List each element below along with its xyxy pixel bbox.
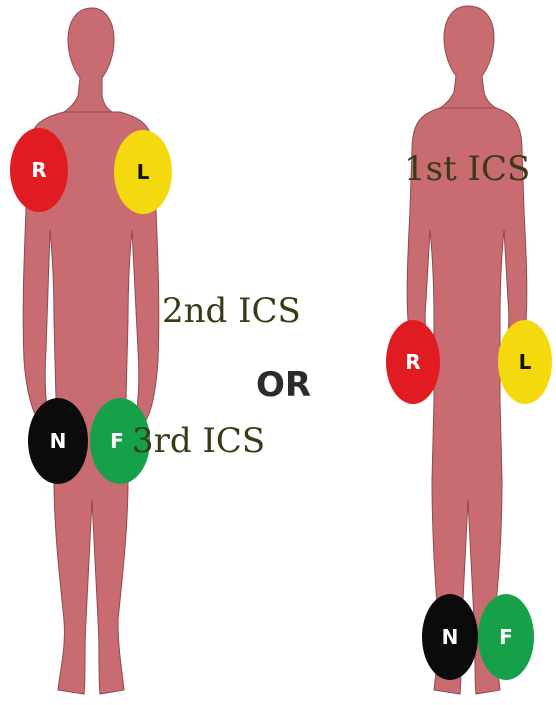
electrode-f-label: F xyxy=(499,625,513,649)
second-ics-label: 2nd ICS xyxy=(162,294,301,328)
first-ics-label: 1st ICS xyxy=(404,152,530,186)
or-label: OR xyxy=(256,368,311,402)
electrode-n-label: N xyxy=(50,429,67,453)
left-body-figure xyxy=(23,8,159,694)
left-body-head xyxy=(64,8,114,112)
left-electrode-r: R xyxy=(10,128,68,212)
right-electrode-l: L xyxy=(498,320,552,404)
right-body-head xyxy=(440,6,496,108)
electrode-r-label: R xyxy=(31,158,46,182)
electrode-f-label: F xyxy=(110,429,124,453)
third-ics-label: 3rd ICS xyxy=(132,424,265,458)
left-electrode-l: L xyxy=(114,130,172,214)
electrode-n-label: N xyxy=(442,625,459,649)
electrode-r-label: R xyxy=(405,350,420,374)
right-electrode-r: R xyxy=(386,320,440,404)
left-electrode-n: N xyxy=(28,398,88,484)
right-electrode-n: N xyxy=(422,594,478,680)
right-electrode-f: F xyxy=(478,594,534,680)
electrode-l-label: L xyxy=(137,160,150,184)
electrode-l-label: L xyxy=(519,350,532,374)
